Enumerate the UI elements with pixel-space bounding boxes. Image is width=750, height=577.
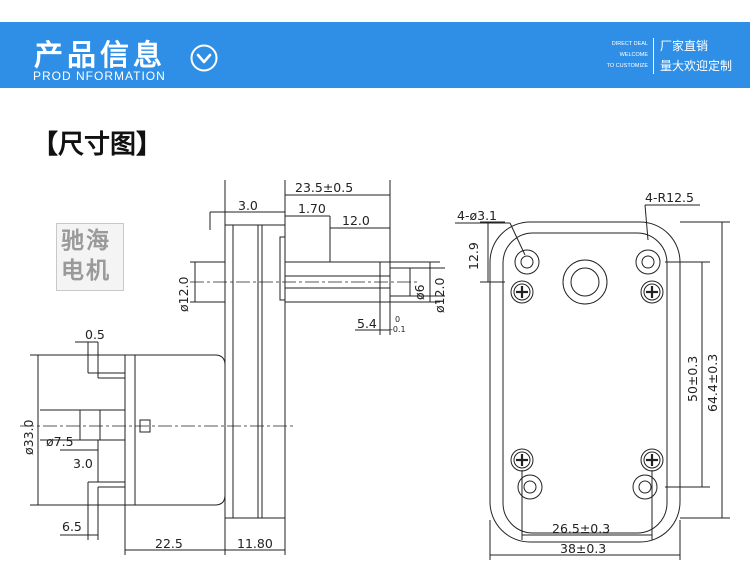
dim-12-0-h: 12.0 [342, 213, 370, 228]
dim-12-0-dia: ø12.0 [176, 276, 191, 312]
slogan-line: TO CUSTOMIZE [606, 63, 648, 69]
slogan-line: WELCOME [619, 52, 648, 58]
chevron-down-circle-icon [190, 44, 218, 72]
section-heading: 【尺寸图】 [32, 130, 163, 160]
dim-38: 38±0.3 [560, 541, 606, 556]
dim-26-5: 26.5±0.3 [552, 521, 610, 536]
slogan-line: 厂家直销 [660, 39, 709, 53]
dim-5-4-tol-bottom: -0.1 [390, 325, 406, 334]
dim-12-0-dia-right: ø12.0 [432, 277, 447, 313]
banner-slogan-en: DIRECT DEAL WELCOME TO CUSTOMIZE [607, 39, 648, 72]
banner-divider [653, 38, 654, 74]
dim-6-5: 6.5 [62, 519, 82, 534]
dim-23-5: 23.5±0.5 [295, 180, 353, 195]
dim-6-dia: ø6 [412, 284, 427, 300]
dim-5-4-tol-top: 0 [395, 315, 400, 324]
slogan-line: 量大欢迎定制 [660, 59, 733, 73]
slogan-line: DIRECT DEAL [611, 41, 648, 47]
dim-5-4: 5.4 [357, 316, 377, 331]
product-info-banner: 产品信息 PROD NFORMATION DIRECT DEAL WELCOME… [0, 22, 750, 88]
banner-subtitle: PROD NFORMATION [33, 69, 166, 83]
dim-50: 50±0.3 [685, 356, 700, 402]
brand-watermark-stamp: 驰海电机 [56, 223, 124, 291]
dim-1-70: 1.70 [298, 201, 326, 216]
dim-7-5: ø7.5 [46, 434, 74, 449]
dim-3-0-mid: 3.0 [73, 456, 93, 471]
dim-12-9: 12.9 [466, 242, 481, 270]
dim-radius: 4-R12.5 [645, 190, 694, 205]
dim-holes: 4-ø3.1 [457, 208, 497, 223]
dim-33-0: ø33.0 [21, 419, 36, 455]
dim-22-5: 22.5 [155, 536, 183, 551]
dim-11-80: 11.80 [237, 536, 273, 551]
banner-title: 产品信息 [34, 38, 167, 72]
dim-0-5: 0.5 [85, 327, 105, 342]
stamp-text: 驰海电机 [61, 227, 111, 284]
dim-3-0-top: 3.0 [238, 198, 258, 213]
banner-slogan-cn: 厂家直销 量大欢迎定制 [660, 36, 732, 76]
dim-64-4: 64.4±0.3 [705, 354, 720, 412]
